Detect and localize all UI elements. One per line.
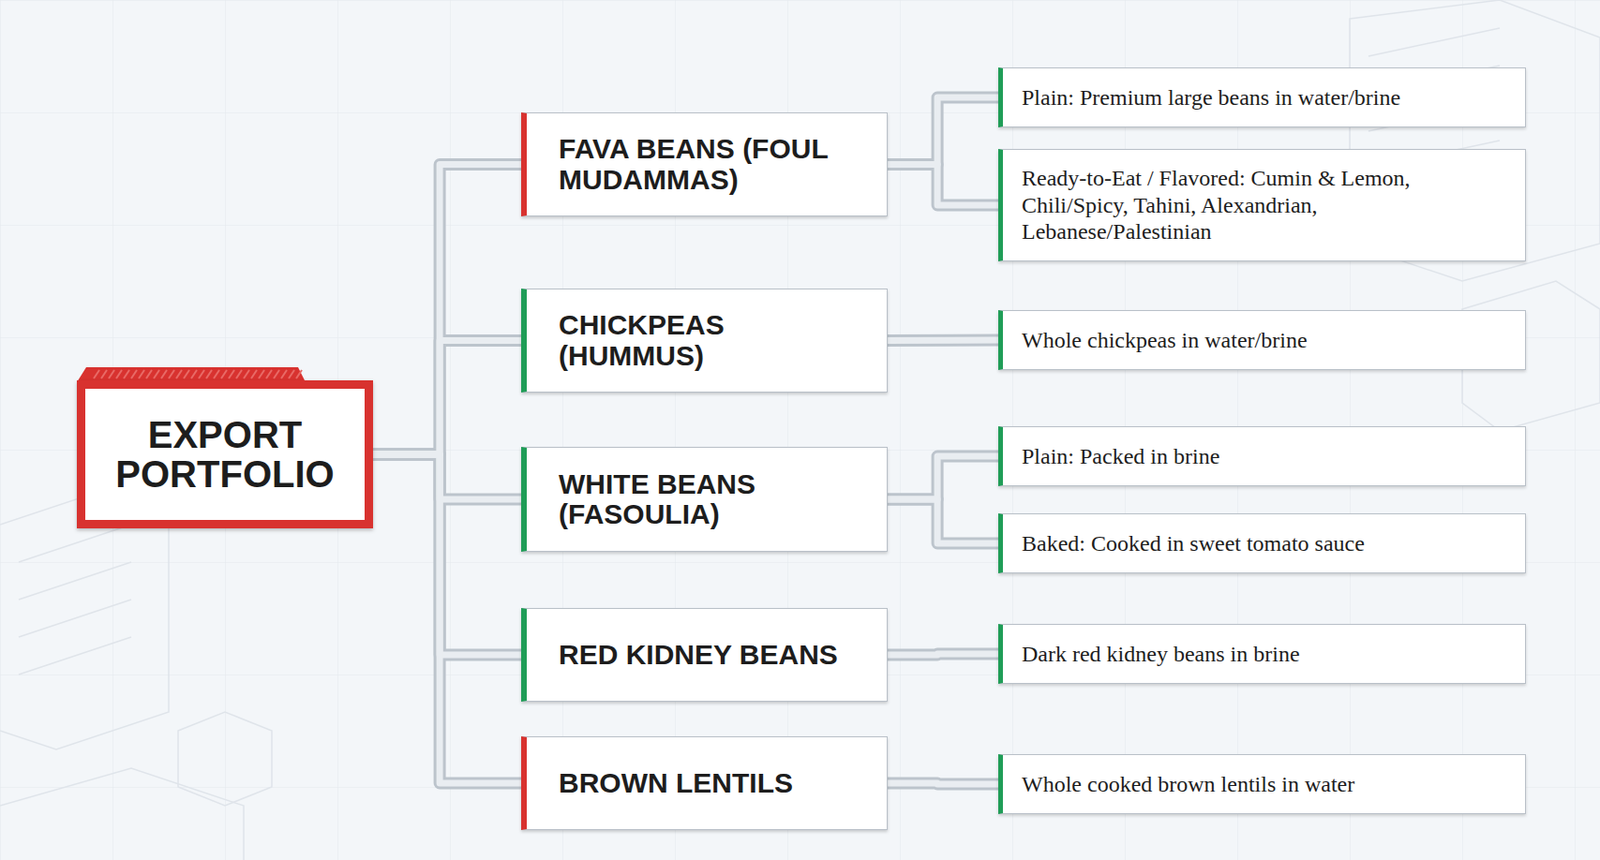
product-text: Plain: Packed in brine xyxy=(1021,443,1220,471)
text-group: BROWN LENTILS xyxy=(558,768,793,799)
pipe-highlight xyxy=(373,454,522,656)
pipe-connector xyxy=(373,164,522,456)
hatch-stroke xyxy=(213,370,220,379)
hatch-stroke xyxy=(168,370,175,379)
category-box: FAVA BEANS (FOUL MUDAMMAS) xyxy=(521,112,888,217)
category-box: RED KIDNEY BEANS xyxy=(521,608,888,703)
pipe-connector xyxy=(887,164,999,207)
hatch-stroke xyxy=(116,370,122,379)
hatch-stroke xyxy=(138,370,145,379)
pipe-highlight xyxy=(887,337,999,345)
category-title: BROWN LENTILS xyxy=(558,768,793,799)
root-title: EXPORT PORTFOLIO xyxy=(85,415,365,494)
product-box: Dark red kidney beans in brine xyxy=(998,624,1526,685)
hatch-stroke xyxy=(243,370,250,379)
text-group: Dark red kidney beans in brine xyxy=(1021,641,1301,669)
hatch-stroke xyxy=(206,370,212,379)
product-box: Whole cooked brown lentils in water xyxy=(998,754,1526,815)
hatch-stroke xyxy=(191,370,197,379)
category-title: RED KIDNEY BEANS xyxy=(558,640,838,671)
pipe-connector xyxy=(887,499,999,544)
hatch-stroke xyxy=(131,370,137,379)
pipe-connector xyxy=(373,454,522,500)
hatch-stroke xyxy=(228,370,235,379)
hatch-stroke xyxy=(198,370,205,379)
text-group: Plain: Packed in brine xyxy=(1021,443,1220,471)
pipe-highlight xyxy=(373,164,522,456)
text-group: Plain: Premium large beans in water/brin… xyxy=(1021,84,1401,112)
pipe-connector xyxy=(373,454,522,784)
root-folder-box: EXPORT PORTFOLIO xyxy=(76,380,374,529)
product-text: Whole chickpeas in water/brine xyxy=(1021,327,1308,355)
category-box: WHITE BEANS (FASOULIA) xyxy=(521,447,888,553)
pipe-highlight xyxy=(887,654,999,656)
product-box: Whole chickpeas in water/brine xyxy=(998,310,1526,371)
text-group: Ready-to-Eat / Flavored: Cumin & Lemon, … xyxy=(1021,164,1511,246)
text-group: Whole chickpeas in water/brine xyxy=(1021,327,1308,355)
text-group: EXPORT PORTFOLIO xyxy=(85,415,365,494)
pipe-highlight xyxy=(373,341,522,456)
hatch-stroke xyxy=(251,370,257,379)
product-box: Baked: Cooked in sweet tomato sauce xyxy=(998,513,1526,574)
product-text: Dark red kidney beans in brine xyxy=(1021,641,1301,669)
pipe-highlight xyxy=(887,456,999,500)
category-title: WHITE BEANS (FASOULIA) xyxy=(558,469,756,531)
pipe-highlight xyxy=(887,164,999,207)
category-title: CHICKPEAS (HUMMUS) xyxy=(558,310,726,372)
pipe-connector xyxy=(373,454,522,656)
hatch-stroke xyxy=(236,370,242,379)
hatch-stroke xyxy=(183,370,190,379)
hatch-stroke xyxy=(273,370,280,379)
product-box: Plain: Premium large beans in water/brin… xyxy=(998,67,1526,128)
pipe-connector xyxy=(887,456,999,500)
product-text: Whole cooked brown lentils in water xyxy=(1021,771,1355,799)
text-group: FAVA BEANS (FOUL MUDAMMAS) xyxy=(558,134,831,195)
hatch-stroke xyxy=(108,370,115,379)
text-group: RED KIDNEY BEANS xyxy=(558,640,838,671)
pipe-connector xyxy=(887,97,999,165)
text-group: CHICKPEAS (HUMMUS) xyxy=(558,310,726,372)
text-group: Baked: Cooked in sweet tomato sauce xyxy=(1021,530,1365,558)
pipe-highlight xyxy=(887,97,999,165)
pipe-highlight xyxy=(887,499,999,544)
hatch-stroke xyxy=(101,370,107,379)
pipe-highlight xyxy=(373,454,522,500)
product-text: Baked: Cooked in sweet tomato sauce xyxy=(1021,530,1365,558)
pipe-connector xyxy=(887,334,999,348)
hatch-stroke xyxy=(123,370,130,379)
product-box: Ready-to-Eat / Flavored: Cumin & Lemon, … xyxy=(998,149,1526,262)
category-box: CHICKPEAS (HUMMUS) xyxy=(521,288,888,393)
pipe-connector xyxy=(373,341,522,456)
hatch-stroke xyxy=(93,370,100,379)
product-box: Plain: Packed in brine xyxy=(998,426,1526,487)
category-box: BROWN LENTILS xyxy=(521,736,888,831)
product-text: Plain: Premium large beans in water/brin… xyxy=(1021,84,1401,112)
hatch-stroke xyxy=(176,370,182,379)
product-text: Ready-to-Eat / Flavored: Cumin & Lemon, … xyxy=(1021,164,1511,246)
pipe-highlight xyxy=(373,454,522,784)
hatch-stroke xyxy=(281,370,287,379)
hatch-stroke xyxy=(296,370,302,379)
hatch-stroke xyxy=(153,370,160,379)
hatch-stroke xyxy=(221,370,227,379)
connectors xyxy=(373,97,999,785)
pipe-connector xyxy=(887,654,999,656)
pipe-connector xyxy=(887,783,999,785)
category-title: FAVA BEANS (FOUL MUDAMMAS) xyxy=(558,134,831,195)
folder-tab-hatch xyxy=(93,370,302,379)
text-group: Whole cooked brown lentils in water xyxy=(1021,771,1355,799)
hatch-stroke xyxy=(258,370,265,379)
text-group: WHITE BEANS (FASOULIA) xyxy=(558,469,756,531)
hatch-stroke xyxy=(288,370,295,379)
hatch-stroke xyxy=(146,370,152,379)
hatch-stroke xyxy=(266,370,272,379)
hatch-stroke xyxy=(161,370,167,379)
pipe-highlight xyxy=(887,783,999,785)
